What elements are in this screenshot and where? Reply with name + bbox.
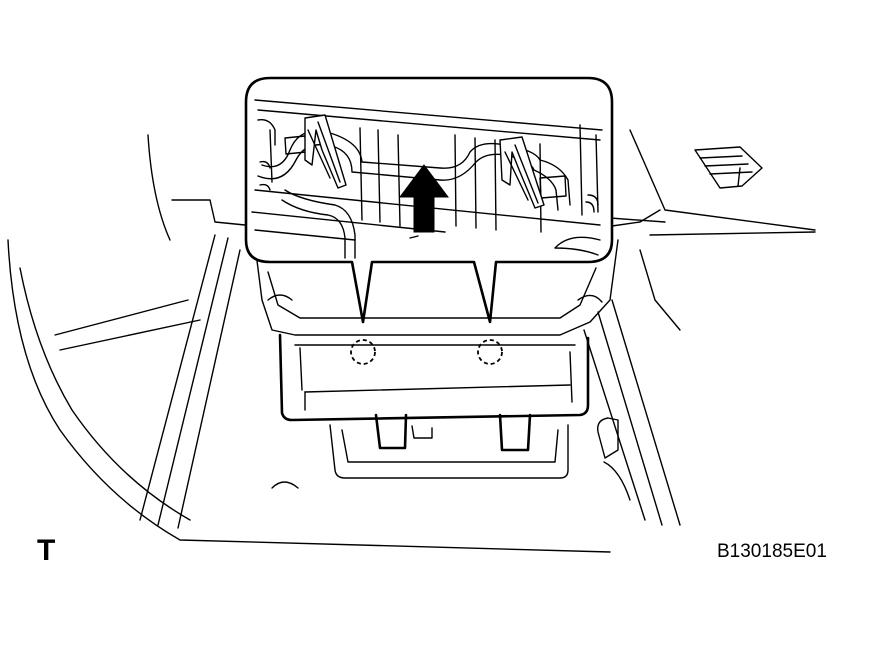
console-box (254, 239, 619, 479)
console-background (7, 129, 816, 553)
clip-position-left-marker (350, 339, 376, 365)
clip-position-right-marker (477, 339, 503, 365)
clip-claw-left (304, 114, 347, 189)
vent-icon (694, 146, 763, 189)
pull-up-arrow-icon (399, 164, 449, 233)
figure-code-label: B130185E01 (717, 541, 827, 562)
callout-detail-lines (251, 99, 603, 259)
view-marker-label: T (37, 534, 56, 567)
clip-claw-right (499, 136, 545, 209)
